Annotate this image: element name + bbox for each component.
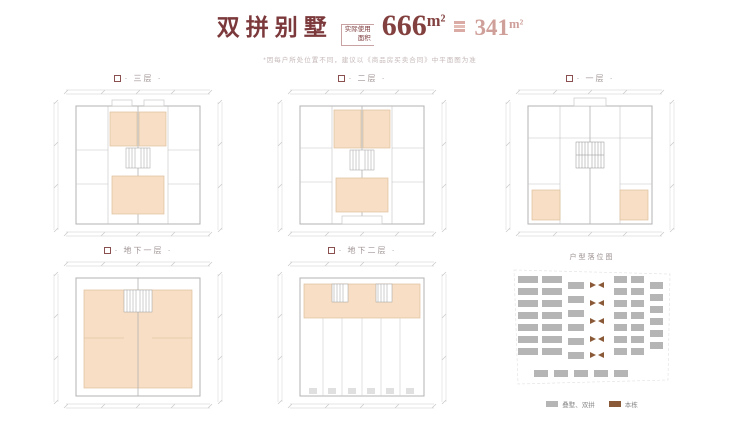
- usable-area-label-line2: 面积: [357, 34, 371, 42]
- site-plan-legend: 叠墅、双拼 本栋: [512, 399, 672, 409]
- plan-label-marker-icon: [565, 74, 573, 82]
- page-title: 双拼别墅: [216, 15, 333, 40]
- basement-plan-2: · 地下二层 ·: [272, 244, 452, 414]
- basement-plan-1-drawing: [53, 261, 223, 409]
- basement-plan-2-drawing: [277, 261, 447, 409]
- basement-plan-1: · 地下一层 ·: [48, 244, 228, 414]
- basement-plan-2-label: · 地下二层 ·: [272, 244, 452, 256]
- gross-area-value: 341m²: [474, 15, 524, 40]
- usable-area-label: 实际使用 面积: [340, 24, 374, 46]
- plan-label-marker-icon: [327, 246, 335, 254]
- legend-gray-swatch: [546, 401, 559, 407]
- building-icon: [453, 20, 466, 38]
- site-plan-map: [513, 269, 671, 385]
- floor-plan-3: · 三层 ·: [48, 72, 228, 242]
- plan-label-marker-icon: [103, 246, 111, 254]
- legend-item-gray: 叠墅、双拼: [546, 399, 595, 409]
- disclaimer-text: *因每户所处位置不同，建议以《商品房买卖合同》中平面图为准: [263, 57, 477, 64]
- floor-plan-2-drawing: [277, 89, 447, 237]
- floor-plan-3-drawing: [53, 89, 223, 237]
- legend-brown-swatch: [608, 401, 621, 407]
- floor-plan-2-label: · 二层 ·: [272, 72, 452, 84]
- legend-item-brown: 本栋: [608, 399, 638, 409]
- floor-plan-1-label: · 一层 ·: [500, 72, 680, 84]
- plan-label-marker-icon: [113, 74, 121, 82]
- usable-area-label-line1: 实际使用: [344, 26, 371, 33]
- floor-plan-1: · 一层 ·: [500, 72, 680, 242]
- floor-plan-3-label: · 三层 ·: [48, 72, 228, 84]
- usable-area-value: 666m²: [381, 9, 446, 42]
- site-plan-title: 户型落位图: [569, 254, 615, 261]
- header: 双拼别墅 实际使用 面积 666m² 341m²: [0, 8, 740, 50]
- site-buildings-highlighted: [590, 282, 604, 358]
- floor-plan-1-drawing: [505, 89, 675, 237]
- site-plan: 户型落位图: [512, 252, 672, 409]
- site-buildings-gray: [518, 276, 663, 377]
- floor-plan-2: · 二层 ·: [272, 72, 452, 242]
- plan-label-marker-icon: [337, 74, 345, 82]
- basement-plan-1-label: · 地下一层 ·: [48, 244, 228, 256]
